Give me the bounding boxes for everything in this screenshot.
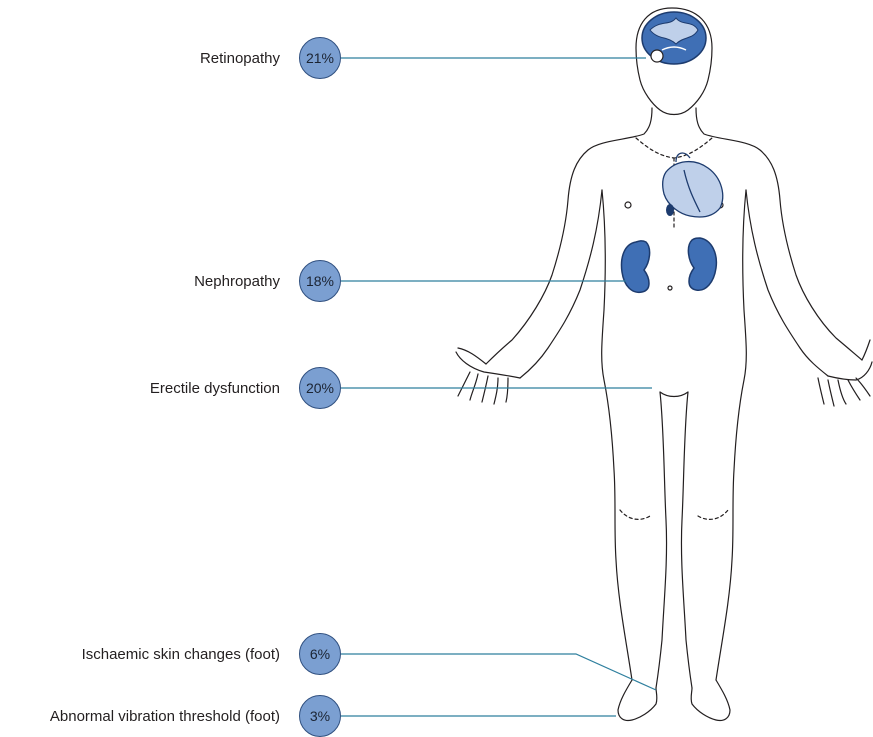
label-ischaemic-skin-changes: Ischaemic skin changes (foot) (82, 646, 280, 663)
arm-inner-right (746, 190, 828, 376)
label-retinopathy: Retinopathy (200, 50, 280, 67)
percentage-badge-abnormal-vibration-threshold: 3% (299, 695, 341, 737)
right-foot (691, 680, 730, 721)
knee-details (620, 510, 728, 519)
arm-inner-left (520, 190, 602, 378)
label-erectile-dysfunction: Erectile dysfunction (150, 380, 280, 397)
right-hand (818, 340, 872, 406)
label-nephropathy: Nephropathy (194, 273, 280, 290)
percentage-badge-nephropathy: 18% (299, 260, 341, 302)
left-foot (618, 680, 657, 721)
label-abnormal-vibration-threshold: Abnormal vibration threshold (foot) (50, 708, 280, 725)
percentage-badge-erectile-dysfunction: 20% (299, 367, 341, 409)
leader-line-ischaemic (341, 654, 656, 690)
left-hand (456, 348, 520, 404)
torso-outline (486, 108, 862, 364)
heart-illustration (663, 153, 723, 217)
percentage-badge-retinopathy: 21% (299, 37, 341, 79)
inner-legs (656, 392, 692, 688)
kidneys-illustration (622, 238, 717, 292)
brain-illustration (642, 12, 706, 64)
percentage-badge-ischaemic-skin-changes: 6% (299, 633, 341, 675)
